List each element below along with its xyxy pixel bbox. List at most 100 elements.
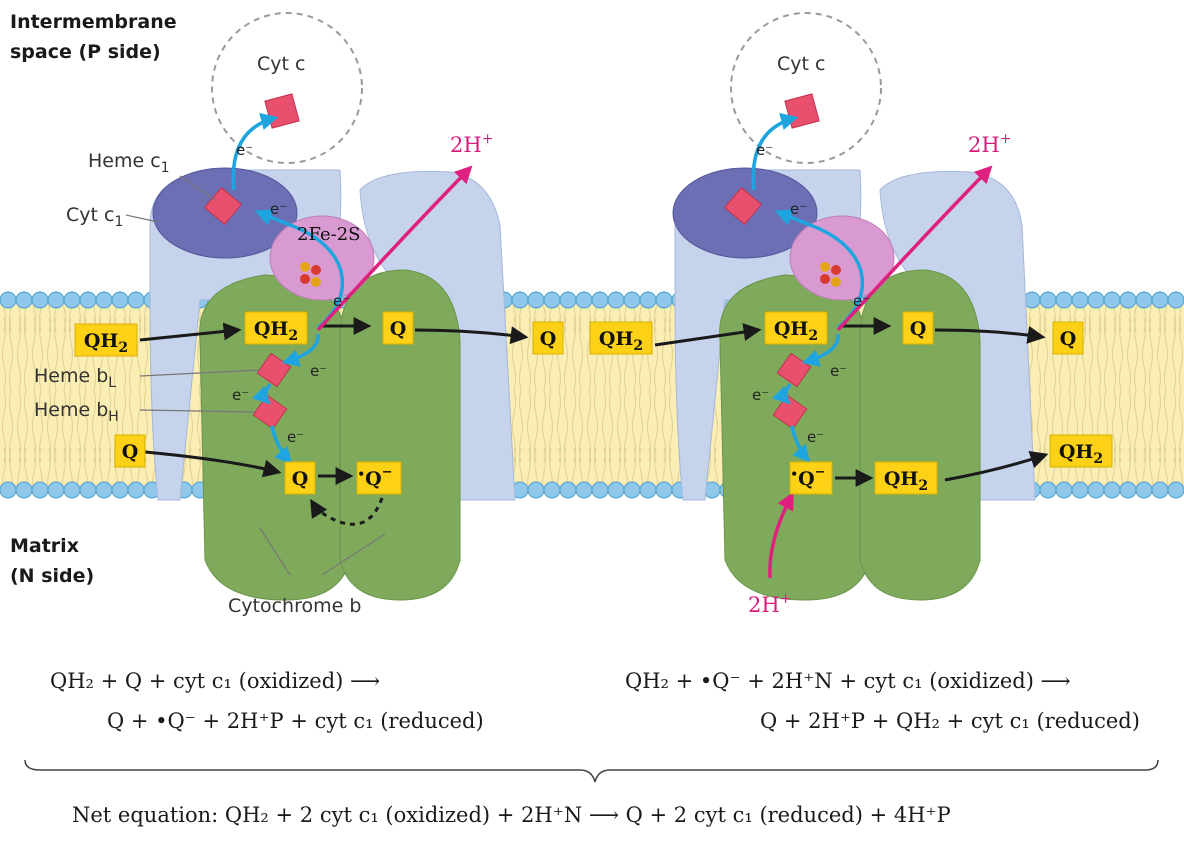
lipid-head	[1071, 481, 1089, 499]
cyt-c-label: Cyt c	[257, 53, 305, 75]
semiquinone-box	[789, 461, 833, 495]
lipid-head	[1055, 291, 1073, 309]
lipid-head	[1119, 291, 1137, 309]
right-arrows	[654, 112, 1049, 579]
lipid-head	[1039, 291, 1057, 309]
fes-cluster	[300, 262, 321, 287]
lipid-head	[1119, 481, 1137, 499]
proton-arrow-in	[768, 491, 794, 579]
lipid-head	[31, 291, 49, 309]
q-product-box	[902, 311, 934, 345]
lipid-head	[47, 291, 65, 309]
lipid-head	[1167, 291, 1184, 309]
lipid-head	[111, 291, 129, 309]
lipid-head	[543, 481, 561, 499]
q-product-label: Q	[910, 318, 927, 340]
lipid-head	[527, 291, 545, 309]
lipid-head	[623, 291, 641, 309]
electron-arrow-to-qi	[270, 425, 293, 465]
lipid-head	[607, 481, 625, 499]
qh2-qo-label: QH2	[774, 318, 818, 344]
electron-label: e⁻	[830, 362, 847, 380]
lipid-head	[1103, 481, 1121, 499]
leader-cyt-b-right	[321, 533, 386, 576]
equation-left-line2: Q + •Q⁻ + 2H⁺P + cyt c₁ (reduced)	[107, 709, 484, 733]
q-pool-in-label: Q	[122, 441, 139, 463]
p-side-label-line2: space (P side)	[10, 41, 161, 63]
arrow-qh2-to-site	[654, 323, 762, 347]
q-pool-out-box	[532, 321, 564, 355]
electron-arrow-to-heme-bh	[251, 383, 272, 405]
cytochrome-b-right-monomer	[859, 269, 981, 601]
electron-label: e⁻	[232, 386, 249, 404]
electron-arrow-to-qi	[790, 425, 811, 463]
lipid-head	[79, 481, 97, 499]
q-product-label: Q	[390, 318, 407, 340]
q-qi-box	[284, 461, 316, 495]
lipid-head	[511, 291, 529, 309]
lipid-head	[0, 291, 17, 309]
lipid-head	[1151, 291, 1169, 309]
lipid-head	[63, 291, 81, 309]
right-component-labels: Cyt c e⁻ e⁻ e⁻ e⁻ e⁻ e⁻ 2H+ 2H+	[748, 53, 1011, 617]
lipid-head	[623, 481, 641, 499]
lipid-head	[127, 291, 145, 309]
side-labels: Intermembrane space (P side) Matrix (N s…	[10, 11, 177, 587]
fes-label: 2Fe-2S	[297, 224, 360, 245]
electron-arrow-to-cyt-c	[751, 112, 799, 191]
qh2-pool-label: QH2	[84, 330, 128, 356]
lipid-head	[127, 481, 145, 499]
lipid-head	[591, 291, 609, 309]
lipid-head	[95, 291, 113, 309]
lipid-head	[1103, 291, 1121, 309]
q-product-box	[382, 311, 414, 345]
electron-label: e⁻	[236, 141, 253, 159]
lipid-head	[1087, 291, 1105, 309]
cyt-c-label: Cyt c	[777, 53, 825, 75]
arrow-q-out	[414, 326, 529, 345]
lipid-head	[95, 481, 113, 499]
lipid-head	[559, 481, 577, 499]
electron-label: e⁻	[807, 428, 824, 446]
lipid-head	[607, 291, 625, 309]
lipid-head	[559, 291, 577, 309]
electron-arrow-to-heme-bl	[801, 333, 840, 367]
leader-heme-bh	[139, 409, 256, 413]
electron-arrow-to-heme-bh	[771, 383, 792, 405]
lipid-head	[639, 481, 657, 499]
lipid-head	[1151, 481, 1169, 499]
qh2-pool-box	[589, 321, 653, 355]
cyt-c1-label: Cyt c1	[66, 204, 123, 230]
lipid-head	[1135, 481, 1153, 499]
leader-heme-c1	[179, 175, 217, 201]
lipid-head	[1039, 481, 1057, 499]
qh2-qo-label: QH2	[254, 318, 298, 344]
qh2-qi-label: QH2	[884, 468, 928, 494]
lipid-head	[47, 481, 65, 499]
left-arrows	[139, 112, 529, 526]
lipid-head	[31, 481, 49, 499]
electron-label: e⁻	[287, 428, 304, 446]
qh2-qi-box	[874, 461, 938, 495]
qh2-qo-box	[764, 311, 828, 345]
q-pool-in-box	[114, 434, 146, 468]
lipid-head	[655, 291, 673, 309]
lipid-head	[1167, 481, 1184, 499]
lipid-head	[1055, 481, 1073, 499]
left-quinone-boxes: QH2 QH2 Q Q Q Q •Q−	[74, 311, 564, 495]
qh2-pool-out-box	[1049, 434, 1113, 468]
lipid-head	[79, 291, 97, 309]
leader-lines	[125, 175, 386, 576]
proton-arrow-out	[836, 165, 993, 332]
cyt-c-dashed-circle	[211, 12, 363, 164]
electron-arrow-to-cyt-c	[231, 112, 279, 191]
cyt-c-dashed-circle	[730, 12, 882, 164]
heme-c1-label: Heme c1	[88, 150, 170, 176]
leader-heme-bl	[139, 369, 261, 377]
lipid-head	[575, 291, 593, 309]
leader-cyt-c1	[125, 214, 159, 223]
lipid-head	[0, 481, 17, 499]
electron-label: e⁻	[333, 292, 350, 310]
complex-iii-right	[672, 12, 1036, 601]
